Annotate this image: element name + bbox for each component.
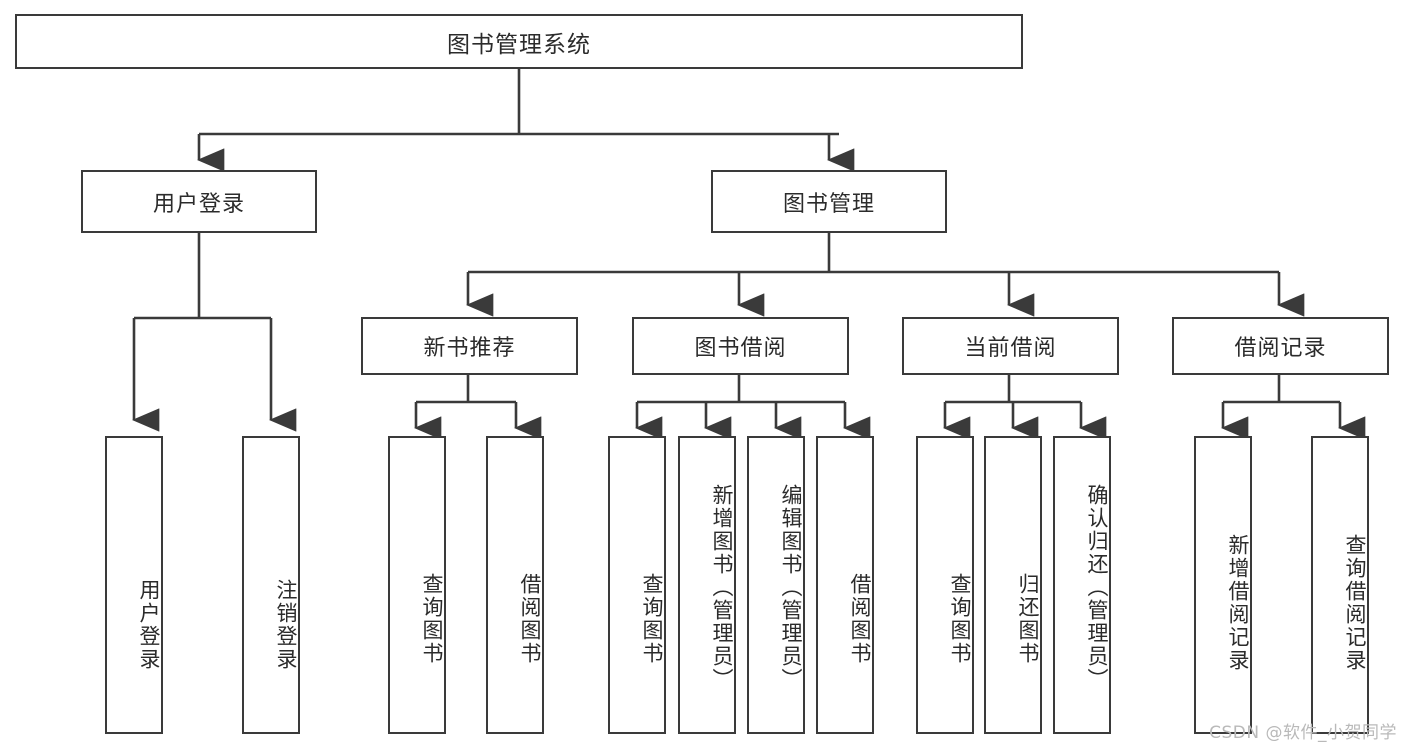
node-user-login[interactable]: 用户登录 [81,170,317,233]
node-leaf-add-book-admin[interactable]: 新增图书（管理员） [678,436,736,734]
node-root-book-management-system[interactable]: 图书管理系统 [15,14,1023,69]
node-leaf-logout[interactable]: 注销登录 [242,436,300,734]
node-leaf-borrow-book-recommend[interactable]: 借阅图书 [486,436,544,734]
node-book-borrow[interactable]: 图书借阅 [632,317,849,375]
node-leaf-query-borrow-record[interactable]: 查询借阅记录 [1311,436,1369,734]
node-leaf-confirm-return-admin[interactable]: 确认归还（管理员） [1053,436,1111,734]
node-new-book-recommend[interactable]: 新书推荐 [361,317,578,375]
node-borrow-record[interactable]: 借阅记录 [1172,317,1389,375]
node-book-management[interactable]: 图书管理 [711,170,947,233]
node-leaf-edit-book-admin[interactable]: 编辑图书（管理员） [747,436,805,734]
node-leaf-add-borrow-record[interactable]: 新增借阅记录 [1194,436,1252,734]
node-leaf-query-book-recommend[interactable]: 查询图书 [388,436,446,734]
node-leaf-borrow-book[interactable]: 借阅图书 [816,436,874,734]
node-leaf-return-book[interactable]: 归还图书 [984,436,1042,734]
node-current-borrow[interactable]: 当前借阅 [902,317,1119,375]
node-leaf-query-book-current[interactable]: 查询图书 [916,436,974,734]
node-leaf-query-book-borrow[interactable]: 查询图书 [608,436,666,734]
node-leaf-user-login[interactable]: 用户登录 [105,436,163,734]
csdn-watermark: CSDN @软件_小贺同学 [1209,723,1397,743]
